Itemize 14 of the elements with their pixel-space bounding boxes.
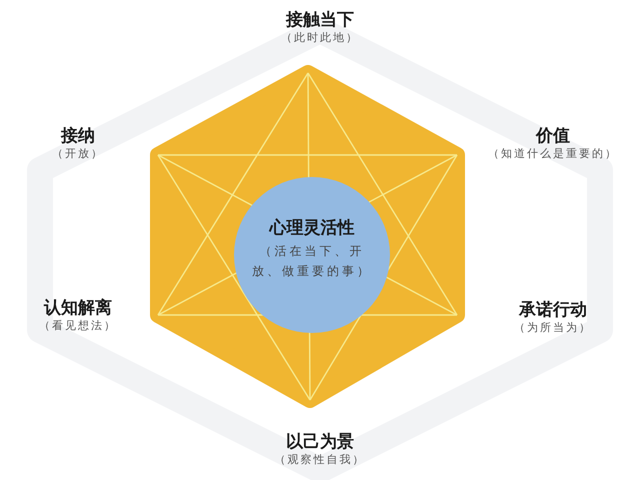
process-subtitle: （知道什么是重要的） bbox=[487, 146, 619, 161]
process-subtitle: （观察性自我） bbox=[274, 452, 366, 467]
process-title: 接纳 bbox=[60, 125, 96, 147]
process-subtitle: （此时此地） bbox=[280, 30, 360, 45]
process-title: 承诺行动 bbox=[518, 299, 588, 321]
center-description: （活在当下、开放、做重要的事） bbox=[251, 242, 373, 280]
process-subtitle: （为所当为） bbox=[513, 320, 593, 335]
process-subtitle: （看见想法） bbox=[38, 318, 118, 333]
center-title: 心理灵活性 bbox=[270, 216, 354, 238]
process-title: 认知解离 bbox=[42, 297, 113, 319]
process-title: 以己为景 bbox=[285, 431, 355, 453]
process-subtitle: （开放） bbox=[51, 146, 105, 161]
process-title: 接触当下 bbox=[284, 9, 355, 31]
process-title: 价值 bbox=[534, 125, 571, 147]
